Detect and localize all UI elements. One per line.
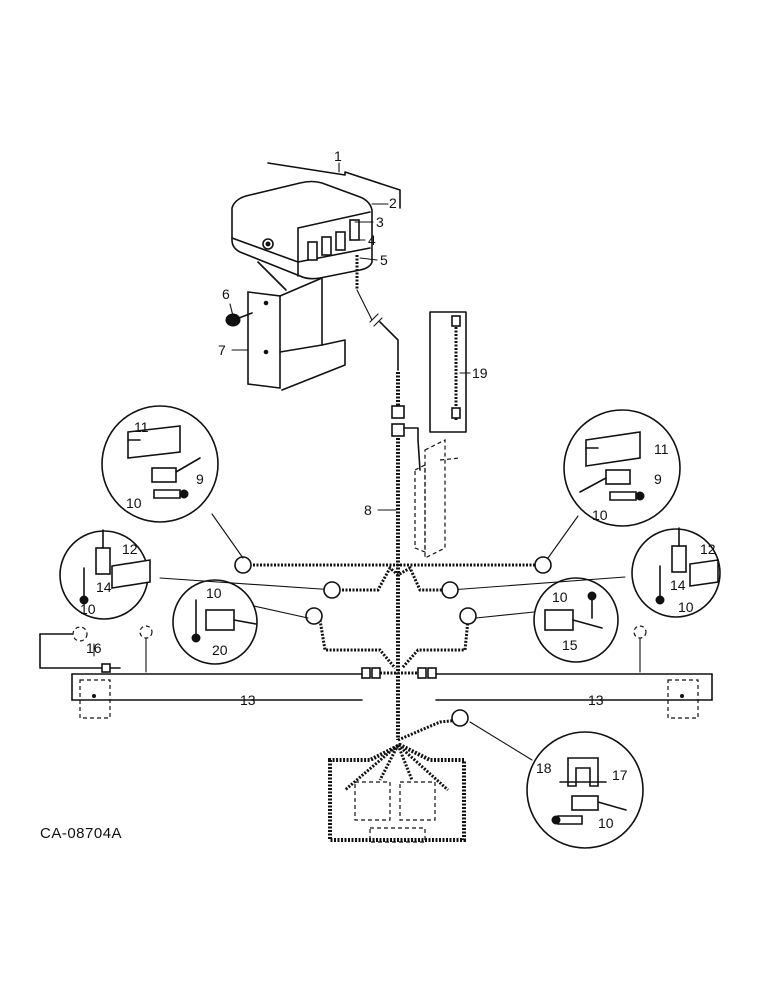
detail-circle-left-mid	[59, 529, 151, 620]
callout-14-left: 14	[96, 579, 112, 595]
harness-sensors	[234, 556, 552, 727]
callout-11-right: 11	[654, 441, 669, 457]
callout-12-right: 12	[700, 541, 716, 557]
callout-9-left: 9	[196, 471, 204, 487]
main-harness	[356, 289, 461, 740]
branch-wires	[159, 563, 626, 742]
callout-4: 4	[368, 232, 376, 248]
lower-frame	[328, 742, 466, 843]
callout-11-left: 11	[134, 419, 149, 435]
detail-circle-right-top	[547, 409, 681, 559]
callout-10-left-mid: 10	[80, 601, 96, 617]
callout-8: 8	[364, 502, 372, 518]
callout-10-right-mid: 10	[678, 599, 694, 615]
callout-13-right: 13	[588, 692, 604, 708]
callout-17: 17	[612, 767, 628, 783]
callout-15: 15	[562, 637, 578, 653]
callout-10-bottom: 10	[598, 815, 614, 831]
callout-10-right-top: 10	[592, 507, 608, 523]
callout-labels: 1 2 3 4 5 6 7 8 19 11 9 10 11 9 10 12 14…	[80, 148, 716, 831]
crossbar-harness	[71, 625, 713, 719]
detail-circle-right-mid	[631, 527, 721, 618]
callout-16: 16	[86, 640, 102, 656]
callout-2: 2	[389, 195, 397, 211]
callout-5: 5	[380, 252, 388, 268]
drawing-code: CA-08704A	[40, 825, 122, 842]
callout-19: 19	[472, 365, 488, 381]
callout-9-right: 9	[654, 471, 662, 487]
detail-circle-15	[475, 577, 619, 663]
callout-10-detail-20: 10	[206, 585, 222, 601]
callout-1: 1	[334, 148, 342, 164]
extension-cable	[429, 311, 467, 433]
callout-12-left: 12	[122, 541, 138, 557]
callout-10-detail-15: 10	[552, 589, 568, 605]
callout-10-left-top: 10	[126, 495, 142, 511]
leader-lines	[93, 162, 471, 657]
callout-14-right: 14	[670, 577, 686, 593]
callout-3: 3	[376, 214, 384, 230]
callout-7: 7	[218, 342, 226, 358]
control-box	[231, 162, 401, 290]
callout-6: 6	[222, 286, 230, 302]
callout-13-left: 13	[240, 692, 256, 708]
detail-circle-bottom	[469, 721, 644, 849]
detail-circle-20	[172, 579, 309, 665]
callout-20: 20	[212, 642, 228, 658]
detail-circle-left-top	[101, 405, 244, 559]
mounting-bracket	[225, 261, 346, 391]
jumper-cable	[39, 626, 121, 673]
callout-18: 18	[536, 760, 552, 776]
